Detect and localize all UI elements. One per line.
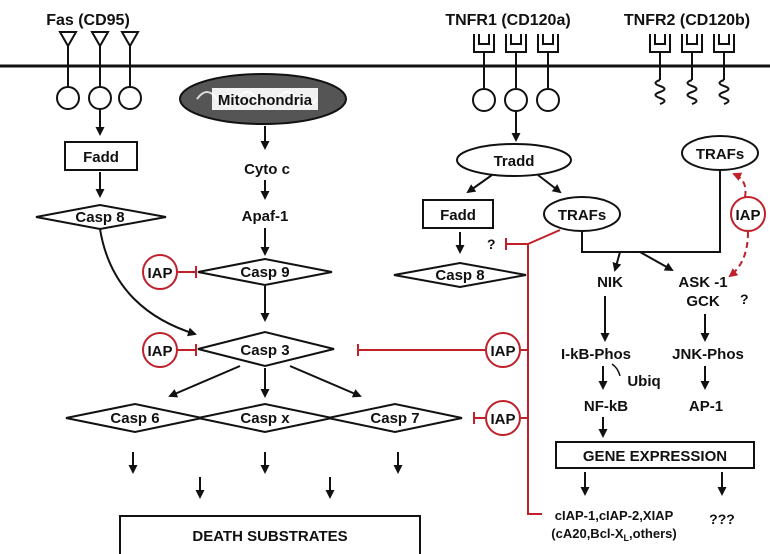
nfkb-label: NF-kB	[584, 398, 628, 415]
iap-casp9-label: IAP	[147, 265, 172, 282]
trafs-mid-label: TRAFs	[558, 207, 606, 224]
ask1-label: ASK -1	[678, 274, 727, 291]
fadd-left-label: Fadd	[83, 149, 119, 166]
arrow-to-nik	[615, 252, 620, 270]
arrows-to-death-substrates	[133, 452, 398, 497]
arrow-tradd-to-fadd	[468, 175, 492, 192]
iap-right-casp7-label: IAP	[490, 411, 515, 428]
ap1-label: AP-1	[689, 398, 723, 415]
fas-receptor-label: Fas (CD95)	[46, 12, 130, 29]
trafs-top-label: TRAFs	[696, 146, 744, 163]
casp7-label: Casp 7	[370, 410, 419, 427]
casp9-label: Casp 9	[240, 264, 289, 281]
arrow-casp3-to-casp7	[290, 366, 360, 396]
tnfr2-receptor-trimer	[650, 34, 734, 104]
arrow-casp3-to-casp6	[170, 366, 240, 396]
apaf1-label: Apaf-1	[242, 208, 289, 225]
fadd-right-label: Fadd	[440, 207, 476, 224]
products-line2: (cA20,Bcl-XL,others)	[551, 526, 676, 543]
nik-label: NIK	[597, 274, 623, 291]
ubiq-label: Ubiq	[627, 373, 660, 390]
mitochondria-label: Mitochondria	[218, 92, 313, 109]
arrow-to-ask1	[640, 252, 672, 270]
casp8-right-label: Casp 8	[435, 267, 484, 284]
casp3-label: Casp 3	[240, 342, 289, 359]
ikb-phos-label: I-kB-Phos	[561, 346, 631, 363]
unknown-products-label: ???	[709, 511, 735, 527]
ubiq-connector	[612, 364, 620, 376]
casp8-left-label: Casp 8	[75, 209, 124, 226]
cyto-c-label: Cyto c	[244, 161, 290, 178]
gck-label: GCK	[686, 293, 720, 310]
arrow-tradd-to-trafs	[538, 175, 560, 192]
question-iap: ?	[740, 291, 749, 307]
jnk-phos-label: JNK-Phos	[672, 346, 744, 363]
iap-casp3-label: IAP	[147, 343, 172, 360]
death-substrates-label: DEATH SUBSTRATES	[192, 528, 347, 545]
gene-expression-label: GENE EXPRESSION	[583, 448, 727, 465]
fas-receptor-trimer	[57, 32, 141, 109]
iap-trafs-label: IAP	[735, 207, 760, 224]
tnfr1-receptor-label: TNFR1 (CD120a)	[445, 12, 570, 29]
products-line1: cIAP-1,cIAP-2,XIAP	[555, 508, 674, 523]
dashed-arrow-iap-to-trafs	[734, 174, 746, 197]
iap-right-casp3-label: IAP	[490, 343, 515, 360]
caspx-label: Casp x	[240, 410, 290, 427]
tnfr1-receptor-trimer	[473, 34, 559, 111]
tnfr2-receptor-label: TNFR2 (CD120b)	[624, 12, 750, 29]
red-regulation-line	[528, 230, 560, 514]
dashed-arrow-iap-to-ask1	[730, 232, 748, 276]
casp6-label: Casp 6	[110, 410, 159, 427]
question-casp8: ?	[487, 236, 496, 252]
tradd-label: Tradd	[494, 153, 535, 170]
